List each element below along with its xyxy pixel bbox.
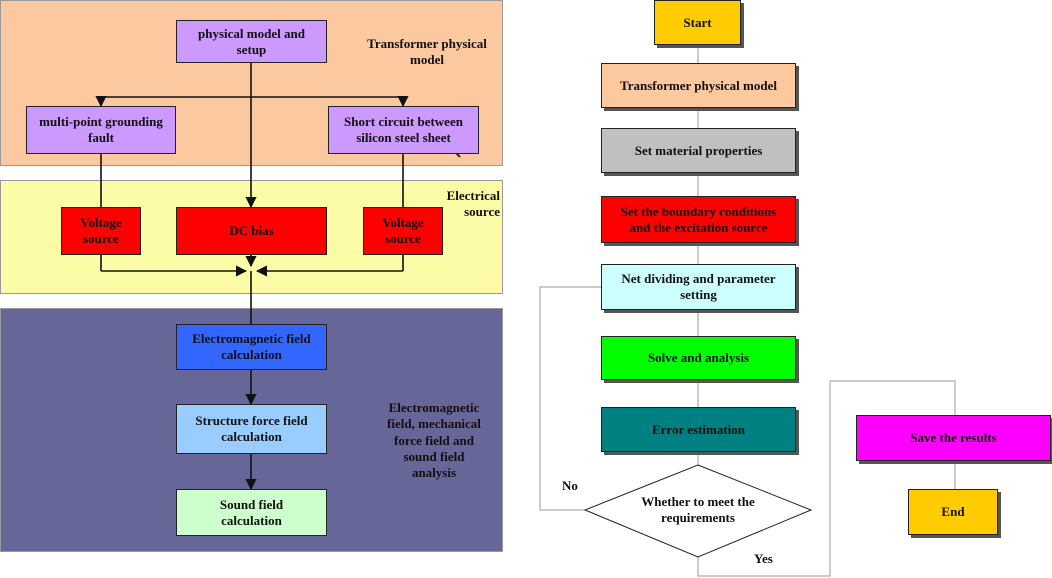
decision-label: Whether to meet the requirements: [641, 493, 755, 525]
flow-step-solve-and-analysis: Solve and analysis: [601, 336, 796, 380]
flow-step-net-dividing: Net dividing and parameter setting: [601, 264, 796, 310]
box-sound-field-calculation: Sound field calculation: [176, 489, 327, 536]
flow-step-error-estimation: Error estimation: [601, 407, 796, 452]
box-dc-bias: DC bias: [176, 207, 327, 255]
region-label-fields: Electromagnetic field, mechanical force …: [387, 400, 481, 480]
box-voltage-source-right: Voltage source: [363, 207, 443, 255]
box-multi-point-grounding-fault: multi-point grounding fault: [26, 106, 176, 154]
flow-step-end: End: [908, 489, 998, 535]
decision-diamond: [583, 464, 813, 558]
region-label-electrical: Electrical source: [446, 188, 500, 220]
flow-yes-path: [697, 380, 956, 577]
branch-label-no: No: [562, 478, 578, 493]
flow-step-start: Start: [654, 0, 741, 45]
box-voltage-source-left: Voltage source: [61, 207, 141, 255]
branch-label-yes: Yes: [754, 551, 773, 566]
flow-step-transformer-physical-model: Transformer physical model: [601, 63, 796, 108]
flow-step-boundary-conditions: Set the boundary conditions and the exci…: [601, 196, 796, 243]
box-electromagnetic-field-calculation: Electromagnetic field calculation: [176, 324, 327, 370]
box-short-circuit-silicon-steel: Short circuit between silicon steel shee…: [328, 106, 479, 154]
box-physical-model-setup: physical model and setup: [176, 20, 327, 63]
region-label-physical: Transformer physical model: [367, 36, 487, 68]
flow-step-save-results: Save the results: [856, 415, 1051, 461]
flow-step-set-material-properties: Set material properties: [601, 128, 796, 173]
box-structure-force-field-calculation: Structure force field calculation: [176, 404, 327, 454]
flow-no-loop: [539, 286, 601, 511]
